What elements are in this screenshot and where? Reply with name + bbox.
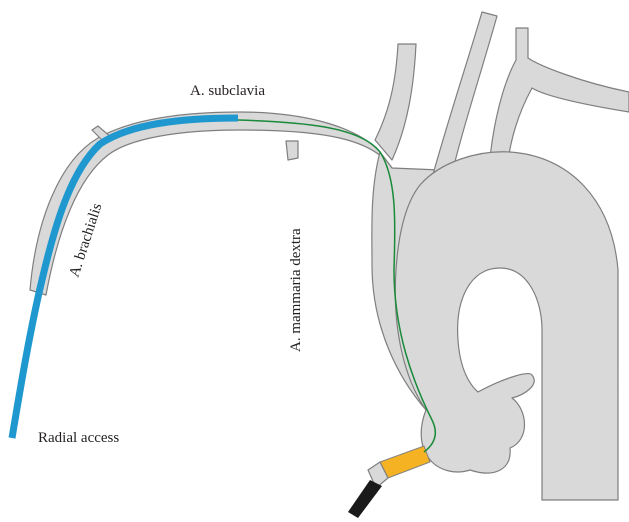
label-subclavia: A. subclavia (190, 83, 265, 99)
mammaria-branch (286, 141, 298, 160)
sheath (380, 446, 430, 478)
carotid-artery (375, 44, 416, 160)
catheter (12, 118, 238, 438)
label-radial: Radial access (38, 430, 119, 446)
label-brachialis: A. brachialis (67, 201, 106, 279)
sheath-tip (348, 480, 382, 518)
label-mammaria: A. mammaria dextra (288, 228, 304, 352)
